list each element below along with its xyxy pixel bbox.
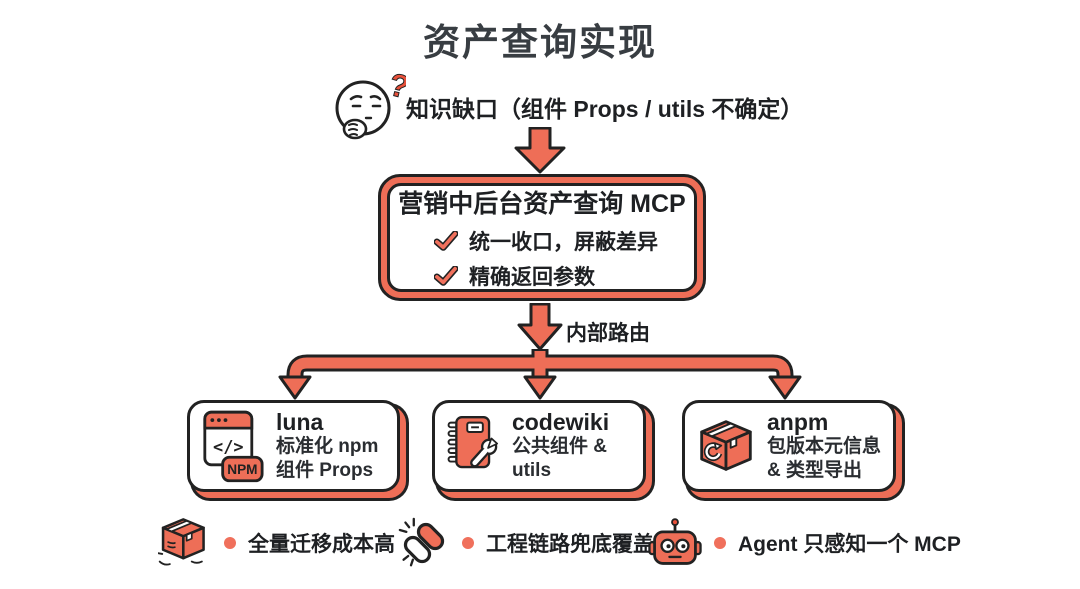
mcp-bullet: 统一收口，屏蔽差异 xyxy=(434,226,658,256)
robot-icon xyxy=(648,518,702,565)
question-mark: ? xyxy=(385,66,406,106)
mcp-bullet: 精确返回参数 xyxy=(434,261,595,291)
routing-label: 内部路由 xyxy=(566,322,650,345)
node-line: & 类型导出 xyxy=(767,460,863,482)
package-box-icon xyxy=(700,420,752,471)
node-text: luna 标准化 npm 组件 Props xyxy=(276,409,378,483)
mcp-bullet-list: 统一收口，屏蔽差异 精确返回参数 xyxy=(434,226,658,291)
footnote-text: Agent 只感知一个 MCP xyxy=(738,533,961,556)
browser-npm-icon: </> NPM xyxy=(203,410,264,483)
node-text: anpm 包版本元信息 & 类型导出 xyxy=(767,409,881,483)
footnote-agent: Agent 只感知一个 MCP xyxy=(648,517,961,569)
checkmark-icon xyxy=(434,231,458,251)
notebook-wrench-icon xyxy=(447,416,499,469)
down-arrow-icon xyxy=(514,127,566,174)
checkmark-icon xyxy=(434,266,458,286)
node-name: anpm xyxy=(767,409,829,436)
mcp-box: 营销中后台资产查询 MCP 统一收口，屏蔽差异 精确返回参数 xyxy=(378,174,706,301)
footnote-coverage: 工程链路兜底覆盖 xyxy=(398,517,654,569)
node-codewiki: codewiki 公共组件 & utils xyxy=(432,400,646,492)
mcp-box-inner: 营销中后台资产查询 MCP 统一收口，屏蔽差异 精确返回参数 xyxy=(387,183,697,292)
node-name: luna xyxy=(276,409,324,436)
mcp-title: 营销中后台资产查询 MCP xyxy=(398,190,686,218)
footnote-text: 工程链路兜底覆盖 xyxy=(486,533,654,556)
node-line: 标准化 npm xyxy=(276,436,379,458)
page-title: 资产查询实现 xyxy=(423,22,657,63)
bullet-dot xyxy=(462,537,474,549)
thinking-face-icon: ? xyxy=(335,66,406,140)
mcp-bullet-label: 精确返回参数 xyxy=(469,266,595,289)
footnote-migration: 全量迁移成本高 xyxy=(158,517,395,569)
bullet-dot xyxy=(224,537,236,549)
node-line: 公共组件 & utils xyxy=(511,436,607,482)
npm-badge-label: NPM xyxy=(227,462,257,477)
node-text: codewiki 公共组件 & utils xyxy=(512,409,635,483)
mcp-bullet-label: 统一收口，屏蔽差异 xyxy=(469,231,658,254)
chain-link-icon xyxy=(398,517,445,567)
node-name: codewiki xyxy=(511,409,610,436)
code-glyph: </> xyxy=(213,437,244,457)
knowledge-gap-text: 知识缺口（组件 Props / utils 不确定） xyxy=(406,96,804,122)
node-anpm: anpm 包版本元信息 & 类型导出 xyxy=(682,400,896,492)
branch-connector xyxy=(278,303,802,400)
package-icon xyxy=(158,518,205,566)
node-line: 组件 Props xyxy=(276,460,374,482)
node-luna: </> NPM luna 标准化 npm 组件 Props xyxy=(187,400,400,492)
bullet-dot xyxy=(714,537,726,549)
node-line: 包版本元信息 xyxy=(767,436,882,458)
footnote-text: 全量迁移成本高 xyxy=(248,533,395,556)
